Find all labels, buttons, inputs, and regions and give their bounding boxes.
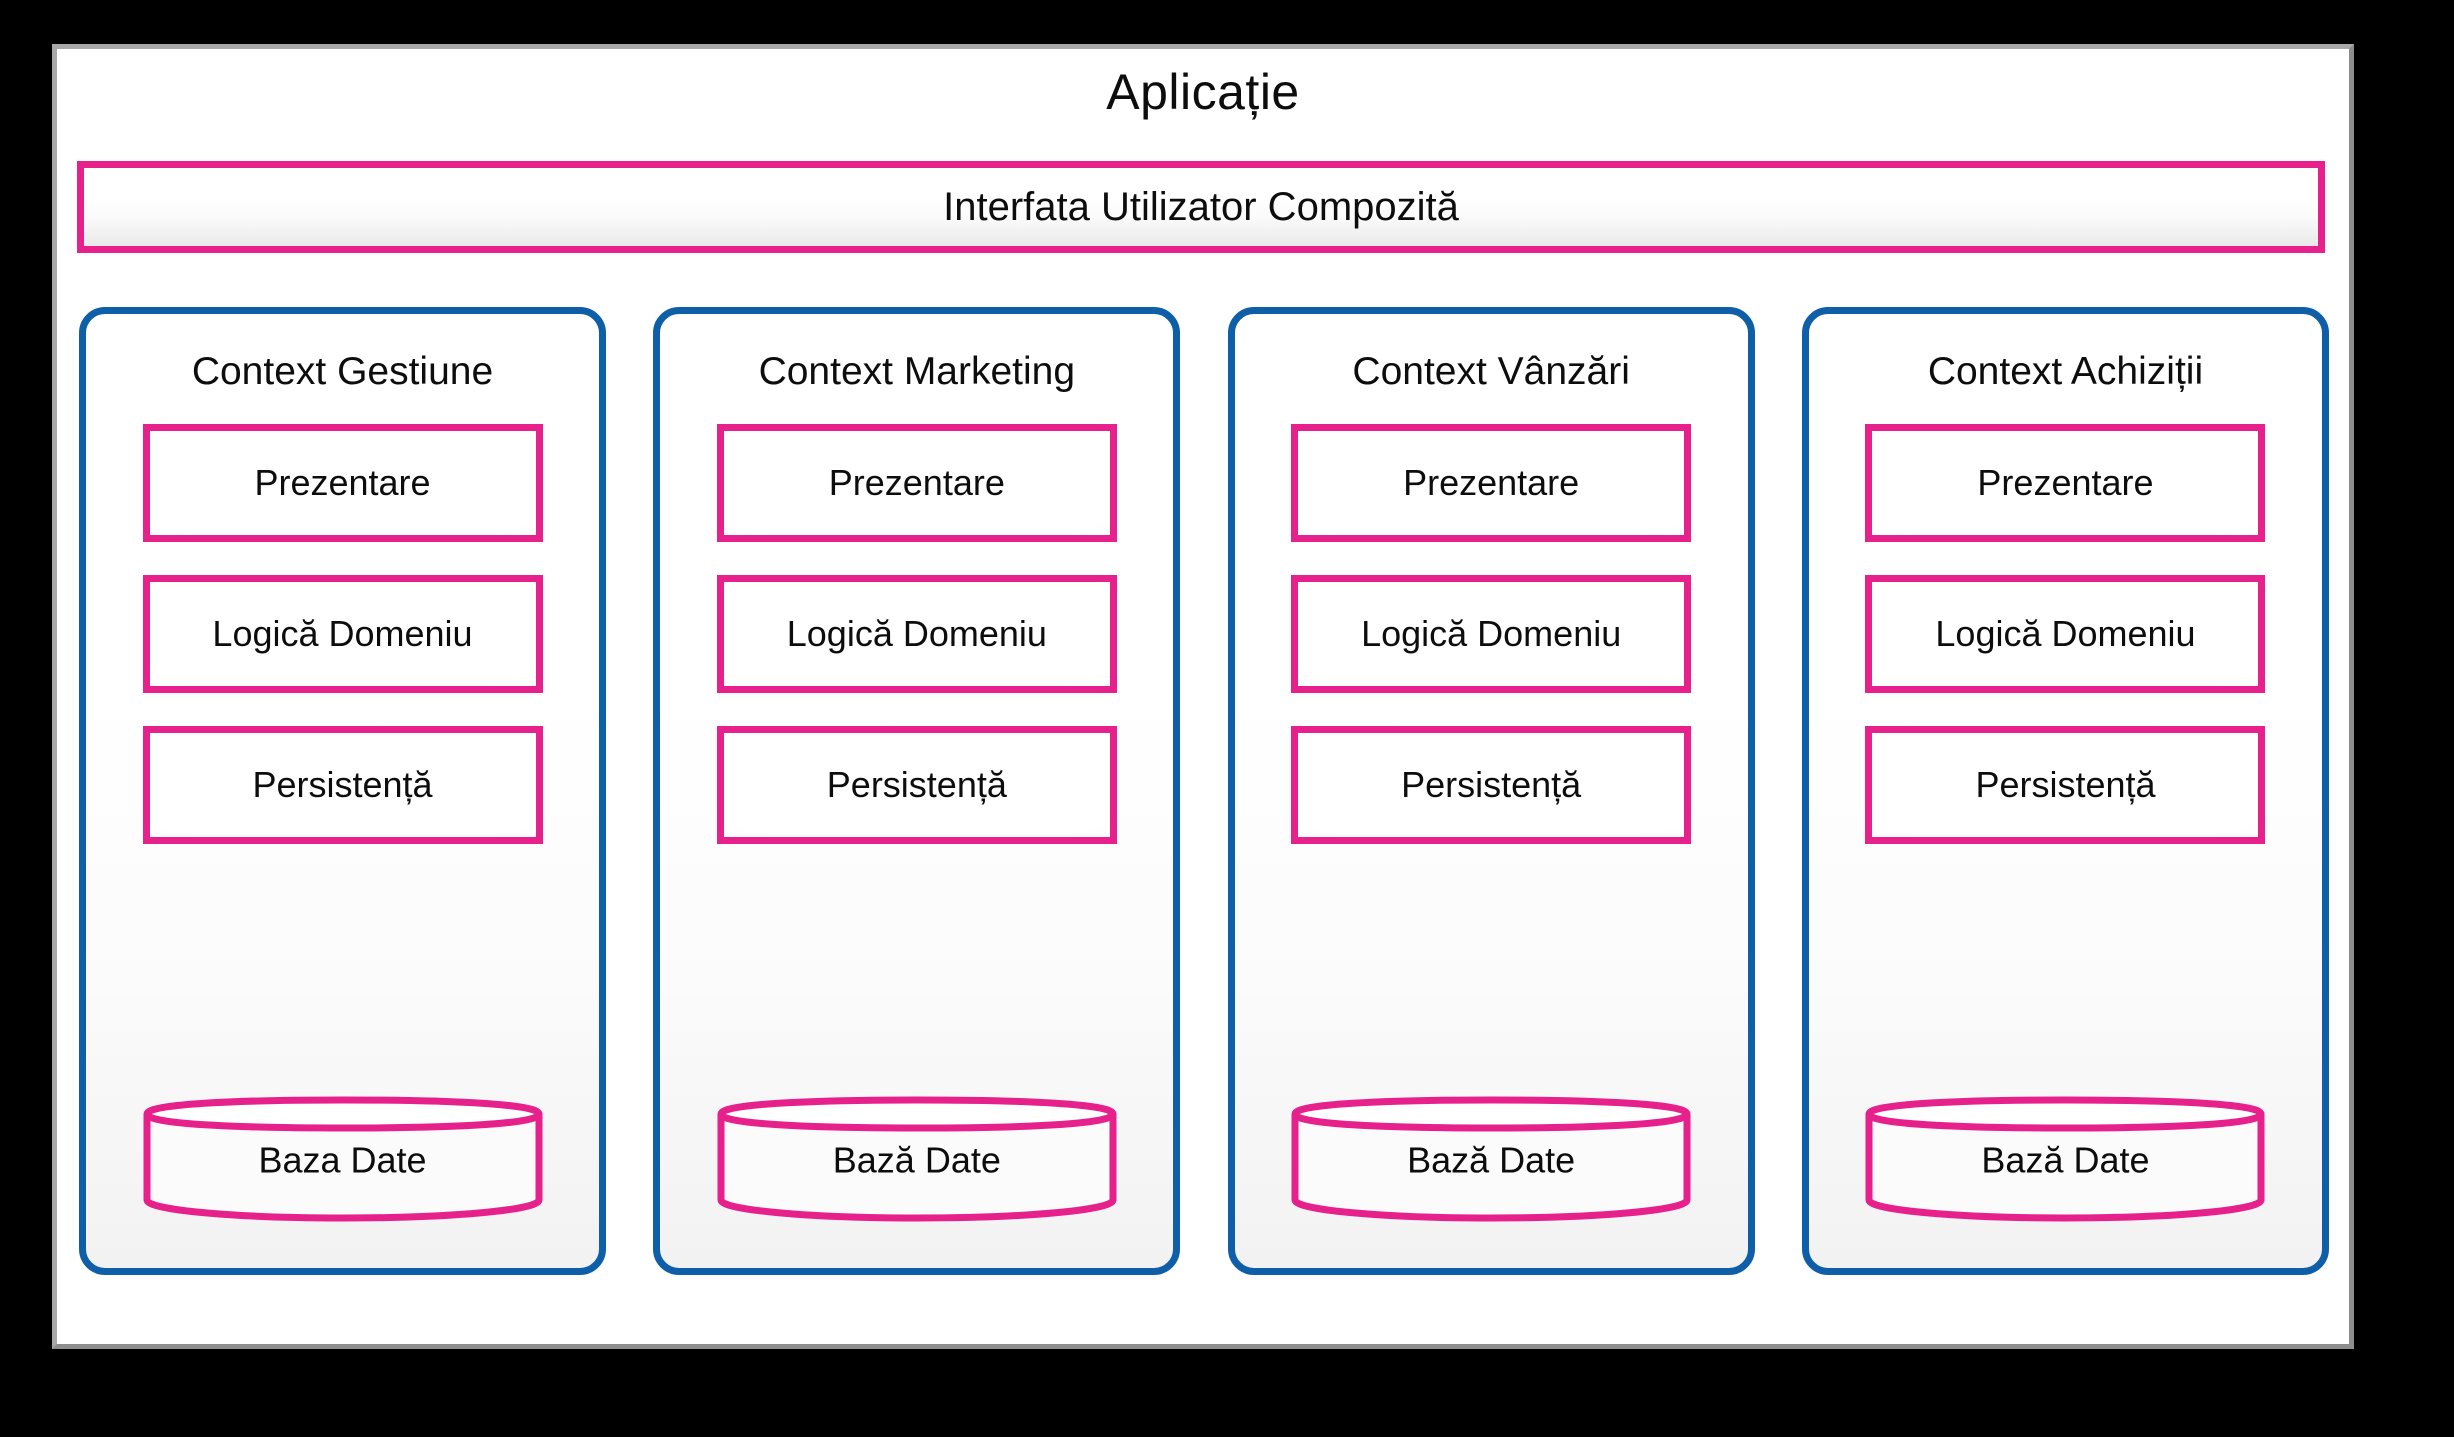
layer-label: Logică Domeniu bbox=[1361, 613, 1622, 654]
frame-shadow-right bbox=[2354, 58, 2368, 1354]
context-card-vanzari: Context Vânzări Prezentare Logică Domeni… bbox=[1227, 307, 1755, 1275]
context-title: Context Gestiune bbox=[191, 350, 494, 393]
database-label: Bază Date bbox=[832, 1139, 1001, 1181]
layer-label: Persistență bbox=[252, 764, 433, 805]
database-cylinder: Baza Date bbox=[142, 1096, 543, 1222]
layer-domain-logic: Logică Domeniu bbox=[716, 575, 1117, 693]
layer-presentation: Prezentare bbox=[1291, 424, 1692, 542]
layer-label: Logică Domeniu bbox=[786, 613, 1047, 654]
layer-persistence: Persistență bbox=[1291, 726, 1692, 844]
layer-persistence: Persistență bbox=[716, 726, 1117, 844]
layer-presentation: Prezentare bbox=[716, 424, 1117, 542]
layer-persistence: Persistență bbox=[1865, 726, 2266, 844]
composite-user-interface-box: Interfata Utilizator Compozită bbox=[77, 161, 2325, 253]
layer-label: Prezentare bbox=[828, 462, 1005, 503]
database-cylinder-icon bbox=[1291, 1096, 1691, 1222]
layer-label: Persistență bbox=[1975, 764, 2156, 805]
layer-stack: Prezentare Logică Domeniu Persistență bbox=[1809, 424, 2322, 844]
database-cylinder: Bază Date bbox=[717, 1096, 1117, 1222]
frame-shadow-bottom bbox=[66, 1349, 2368, 1363]
layer-domain-logic: Logică Domeniu bbox=[142, 575, 543, 693]
application-title: Aplicație bbox=[1106, 64, 1300, 120]
layer-label: Prezentare bbox=[1403, 462, 1580, 503]
layer-domain-logic: Logică Domeniu bbox=[1291, 575, 1692, 693]
layer-label: Persistență bbox=[1401, 764, 1582, 805]
application-boundary: Aplicație Interfata Utilizator Compozită… bbox=[52, 44, 2354, 1349]
layer-stack: Prezentare Logică Domeniu Persistență bbox=[1235, 424, 1748, 844]
contexts-row: Context Gestiune Prezentare Logică Domen… bbox=[79, 307, 2329, 1307]
composite-user-interface-label: Interfata Utilizator Compozită bbox=[943, 184, 1459, 229]
context-title: Context Achiziții bbox=[1927, 350, 2204, 393]
layer-label: Logică Domeniu bbox=[1935, 613, 2196, 654]
database-cylinder-icon bbox=[1865, 1096, 2265, 1222]
context-card-achizitii: Context Achiziții Prezentare Logică Dome… bbox=[1801, 307, 2329, 1275]
layer-domain-logic: Logică Domeniu bbox=[1865, 575, 2266, 693]
layer-label: Persistență bbox=[826, 764, 1007, 805]
layer-label: Prezentare bbox=[254, 462, 431, 503]
database-cylinder: Bază Date bbox=[1291, 1096, 1691, 1222]
layer-stack: Prezentare Logică Domeniu Persistență bbox=[660, 424, 1173, 844]
database-label: Baza Date bbox=[258, 1139, 427, 1181]
context-card-gestiune: Context Gestiune Prezentare Logică Domen… bbox=[79, 307, 606, 1275]
database-label: Bază Date bbox=[1981, 1139, 2150, 1181]
database-cylinder-icon bbox=[142, 1096, 543, 1222]
layer-presentation: Prezentare bbox=[142, 424, 543, 542]
layer-presentation: Prezentare bbox=[1865, 424, 2266, 542]
layer-label: Prezentare bbox=[1977, 462, 2154, 503]
layer-persistence: Persistență bbox=[142, 726, 543, 844]
layer-stack: Prezentare Logică Domeniu Persistență bbox=[86, 424, 599, 844]
database-cylinder-icon bbox=[717, 1096, 1117, 1222]
context-card-marketing: Context Marketing Prezentare Logică Dome… bbox=[653, 307, 1181, 1275]
database-label: Bază Date bbox=[1407, 1139, 1576, 1181]
context-title: Context Marketing bbox=[758, 350, 1076, 393]
context-title: Context Vânzări bbox=[1352, 350, 1630, 393]
database-cylinder: Bază Date bbox=[1865, 1096, 2265, 1222]
layer-label: Logică Domeniu bbox=[212, 613, 473, 654]
